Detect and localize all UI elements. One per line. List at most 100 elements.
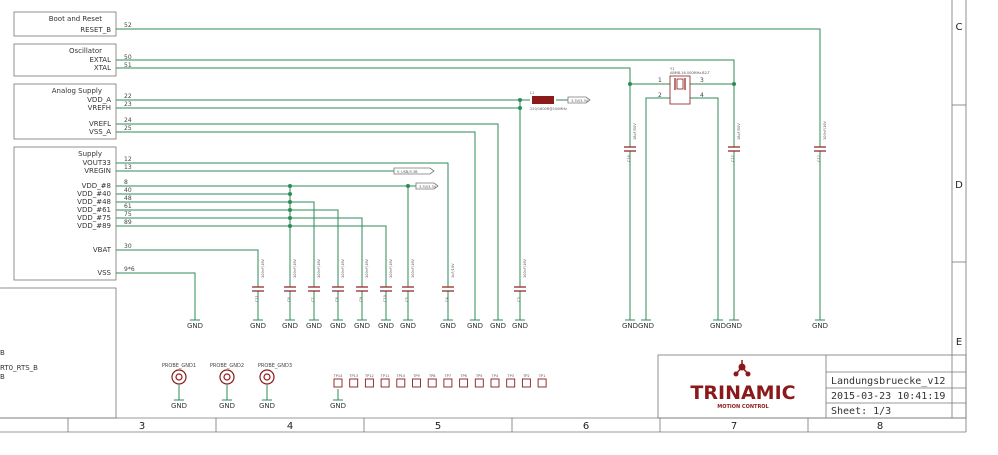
test-point-label: TP3 <box>506 374 513 378</box>
test-point: TP12 <box>364 374 374 388</box>
capacitor: C8 100nF/16V <box>332 258 345 302</box>
test-point: TP14 <box>333 374 343 388</box>
pin-name: EXTAL <box>89 56 111 64</box>
pin-name: VSS_A <box>89 128 111 136</box>
gnd-label: GND <box>512 322 528 330</box>
gnd-label: GND <box>378 322 394 330</box>
part-value: 18pF/50V <box>737 123 741 140</box>
pin-number: 1 <box>658 77 662 84</box>
probe-gnd-3: PROBE_GND3 <box>258 363 292 385</box>
test-point: TP10 <box>395 374 406 388</box>
capacitor: C4 1uF/10V <box>442 263 455 302</box>
pin-name: B <box>0 373 5 381</box>
gnd-label: GND <box>440 322 456 330</box>
test-point: TP7 <box>443 374 453 388</box>
gnd-label: GND <box>638 322 654 330</box>
gnd-label: GND <box>467 322 483 330</box>
row-label: D <box>955 180 963 191</box>
capacitor: C3 100nF/16V <box>514 258 527 302</box>
logo-subtext: MOTION CONTROL <box>717 404 769 410</box>
test-point-label: TP2 <box>522 374 529 378</box>
gnd-label: GND <box>219 402 235 410</box>
pin-name: VREFL <box>89 120 111 128</box>
pin-number: 48 <box>124 195 132 202</box>
pin-number: 50 <box>124 54 132 61</box>
block-boot: Boot and Reset RESET_B <box>13 11 117 37</box>
pin-number: 13 <box>124 164 132 171</box>
test-point-label: TP9 <box>412 374 419 378</box>
part-ref: C5 <box>405 297 409 302</box>
part-ref: C12 <box>817 155 821 162</box>
part-value: ABM8-16.000MHz-B2-T <box>670 71 711 75</box>
pin-number: 8 <box>124 179 128 186</box>
junctions <box>288 82 736 228</box>
pin-name: VDD_#48 <box>77 198 111 206</box>
part-value: 220/1800R@100MHz <box>530 107 567 111</box>
pin-name: B <box>0 349 5 357</box>
net-label: 3.3V/3.3V <box>571 99 589 103</box>
pin-name: VBAT <box>93 246 112 254</box>
test-point-label: TP4 <box>491 374 499 378</box>
logo-text: TRINAMIC <box>690 382 795 404</box>
gnd-label: GND <box>306 322 322 330</box>
part-value: 100nF/16V <box>341 258 345 278</box>
column-label: 5 <box>435 421 441 432</box>
test-point-pad <box>364 378 374 388</box>
probe-gnd-2: PROBE_GND2 <box>210 363 244 385</box>
pin-number: 22 <box>124 93 132 100</box>
project-name: Landungsbruecke_v12 <box>831 376 945 387</box>
test-point-pad <box>490 378 500 388</box>
pin-name: VDD_#8 <box>82 182 111 190</box>
pin-number: 40 <box>124 187 132 194</box>
part-value: 100nF/16V <box>389 258 393 278</box>
part-ref: C3 <box>517 297 521 302</box>
part-ref: C17 <box>731 155 735 162</box>
column-label: 6 <box>583 421 589 432</box>
row-label: E <box>956 337 962 348</box>
part-value: 100nF/16V <box>293 258 297 278</box>
pin-number: 3 <box>700 77 704 84</box>
test-point: TP8 <box>427 374 437 388</box>
part-ref: C6 <box>287 297 291 302</box>
row-label: C <box>956 22 963 33</box>
block-title: Supply <box>78 150 102 158</box>
gnd-label: GND <box>726 322 742 330</box>
trinamic-logo: TRINAMIC MOTION CONTROL <box>690 360 796 410</box>
gnd-label: GND <box>330 402 346 410</box>
test-point: TP9 <box>412 374 421 388</box>
part-ref: C4 <box>445 297 449 302</box>
frame: 3 4 5 6 7 8 C D E <box>0 0 967 433</box>
pin-number: 12 <box>124 156 132 163</box>
part-ref: C7 <box>311 297 315 302</box>
test-point: TP3 <box>506 374 516 388</box>
part-ref: C8 <box>335 297 339 302</box>
test-point: TP5 <box>474 374 484 388</box>
crystal-y1: Y1 ABM8-16.000MHz-B2-T 1 2 3 4 <box>658 67 711 105</box>
pin-name: VSS <box>97 269 111 277</box>
pin-number: 23 <box>124 101 132 108</box>
capacitor: C5 100nF/16V <box>402 258 415 302</box>
pin-number: 51 <box>124 62 132 69</box>
block-lower-left: B RT0_RTS_B B <box>0 287 117 419</box>
pin-name: VREGIN <box>84 167 111 175</box>
gnd-label: GND <box>400 322 416 330</box>
test-point-label: TP5 <box>475 374 482 378</box>
net-labels: V_USB/3.3B 3.3V/3.3V 3.3V/3.3V <box>393 96 591 190</box>
capacitor: C10 100nF/16V <box>380 258 393 302</box>
pin-name: VOUT33 <box>83 159 111 167</box>
part-ref: L1 <box>530 91 534 95</box>
test-point: TP2 <box>521 374 531 388</box>
part-ref: Y1 <box>670 67 674 71</box>
test-point-pad <box>459 378 469 388</box>
test-point-label: TP8 <box>428 374 435 378</box>
pin-number: 52 <box>124 22 132 29</box>
net-label: V_USB/3.3B <box>397 170 418 174</box>
part-ref: C11 <box>255 295 259 302</box>
probe-gnd-1: PROBE_GND1 <box>162 363 196 385</box>
net-label: 3.3V/3.3V <box>419 185 437 189</box>
test-point-label: TP14 <box>333 374 343 378</box>
gnd-label: GND <box>187 322 203 330</box>
date: 2015-03-23 10:41:19 <box>831 391 945 402</box>
test-point-label: TP12 <box>364 374 374 378</box>
